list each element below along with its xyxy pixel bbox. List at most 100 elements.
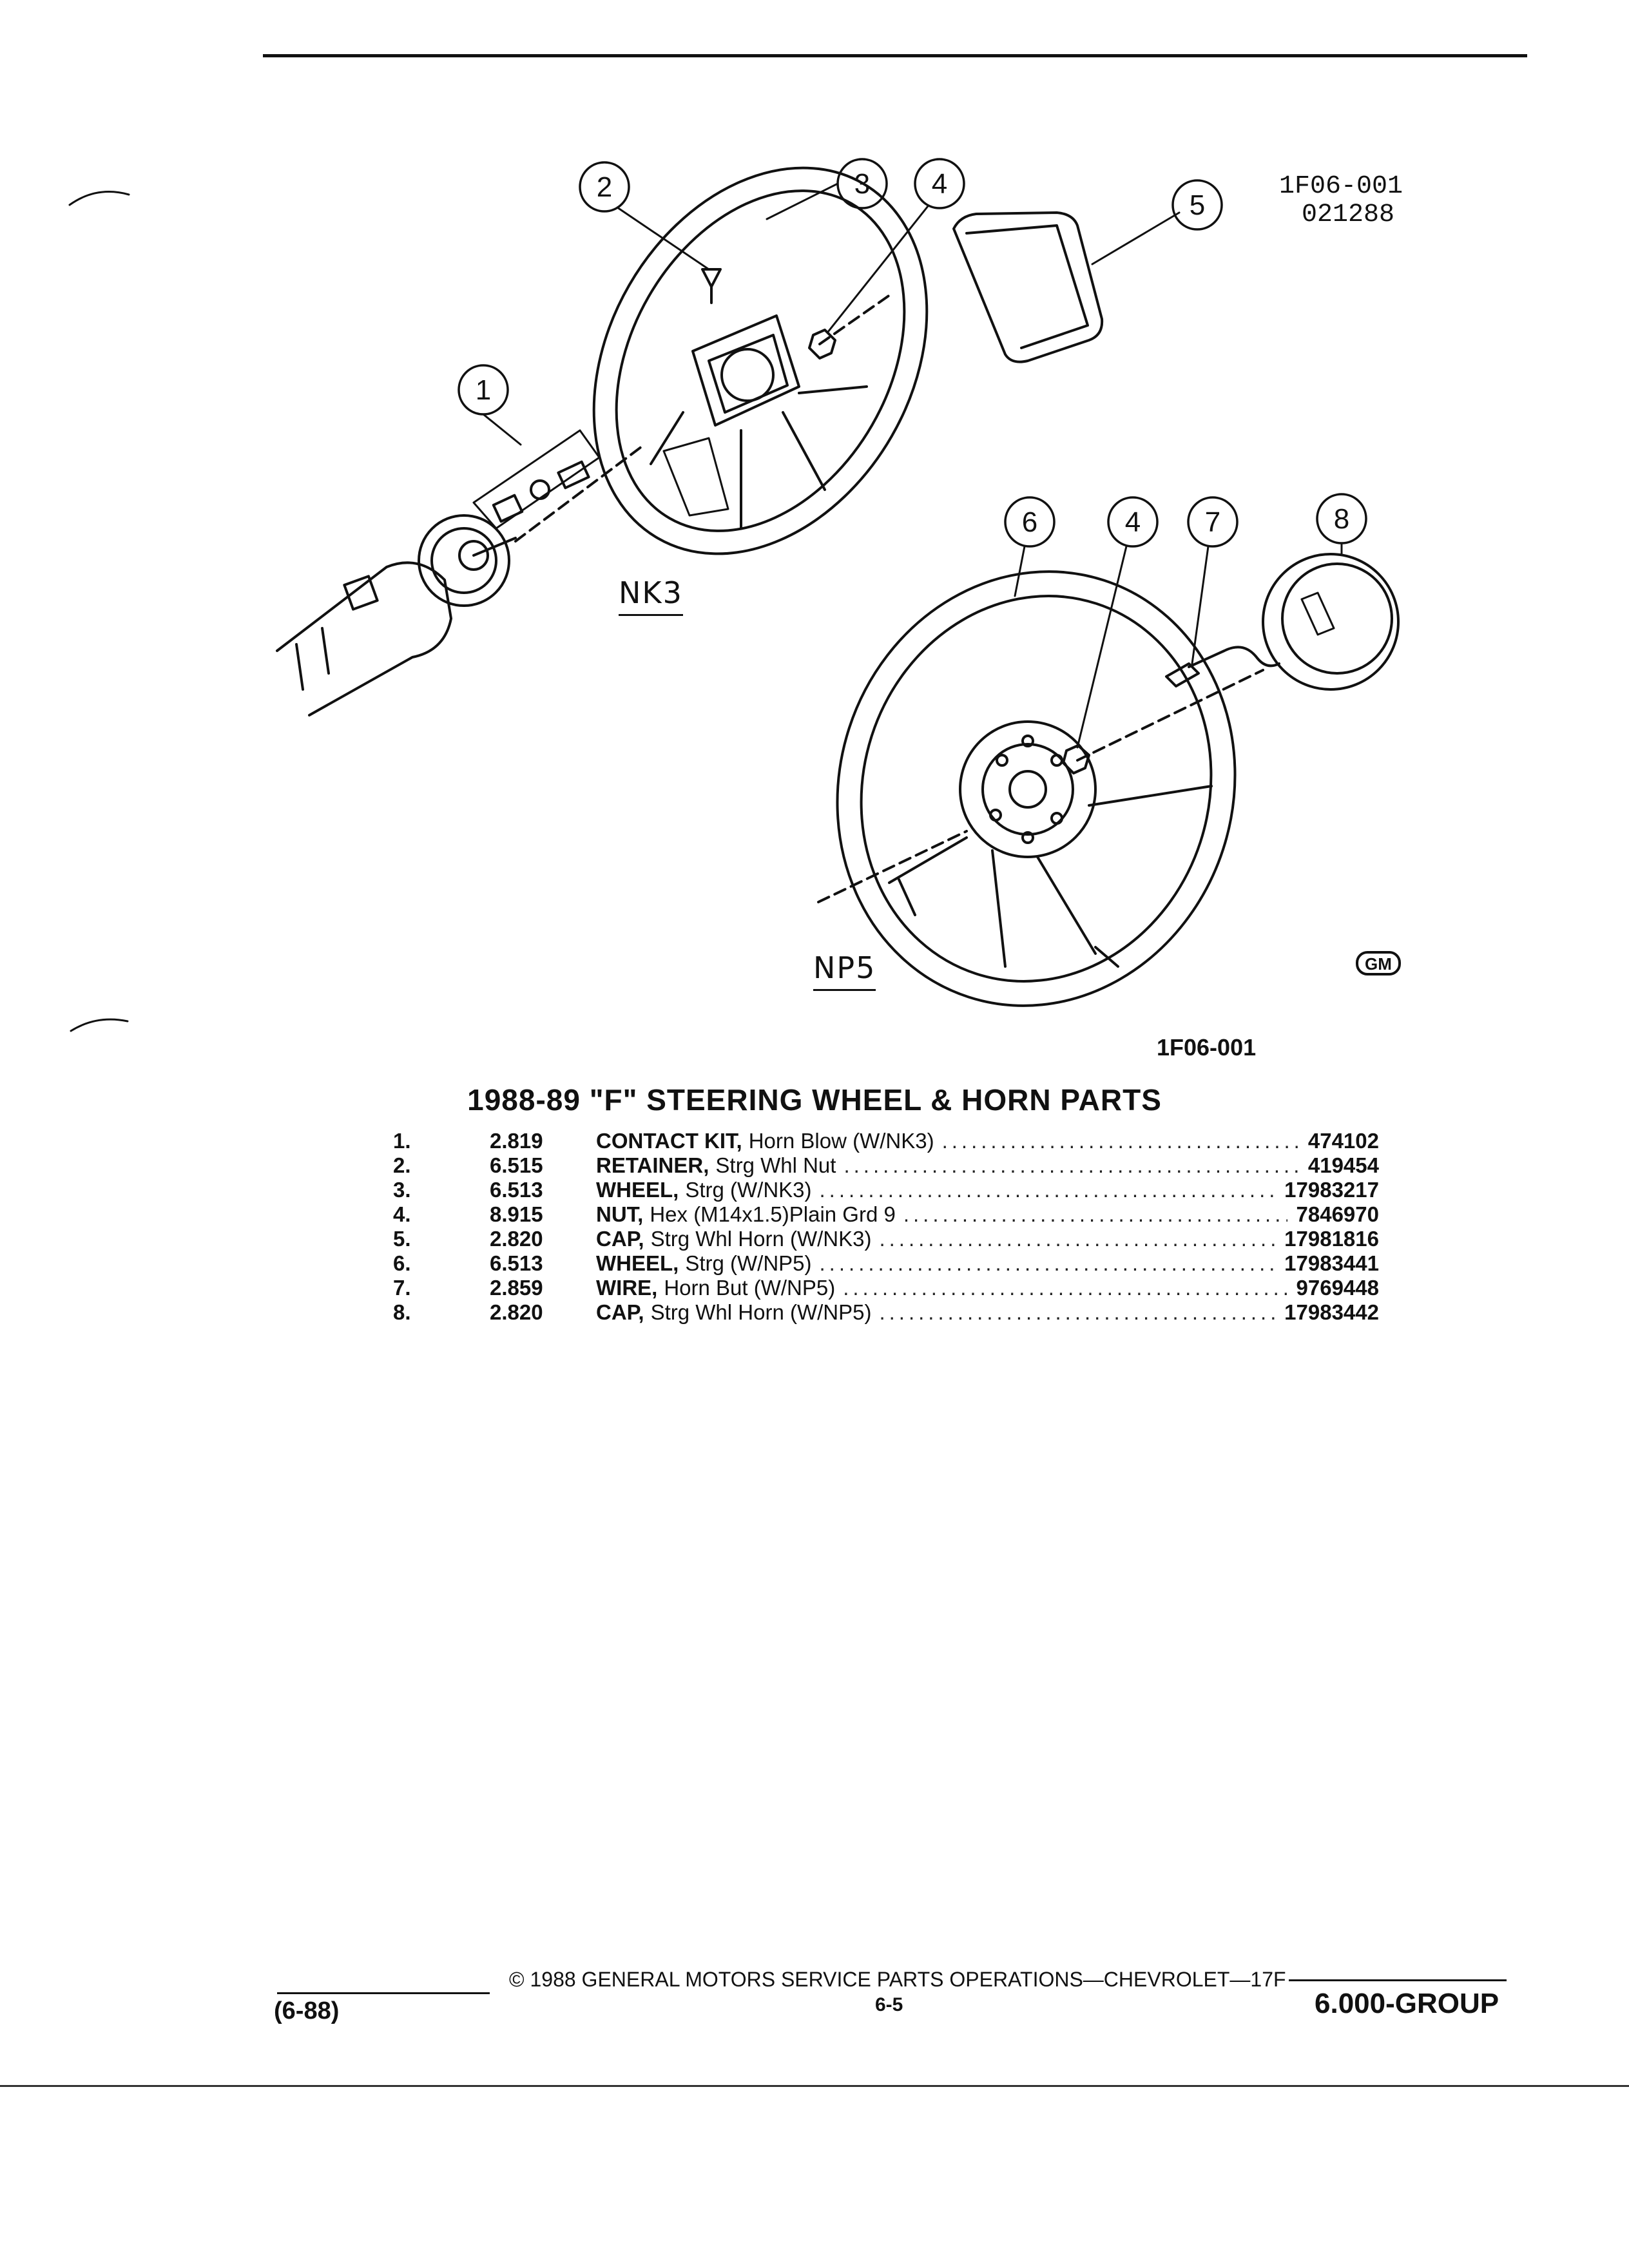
dot-leader: ........................................…	[879, 1300, 1275, 1324]
part-index: 8.	[393, 1300, 411, 1324]
parts-row: 8. 2.820 CAP,Strg Whl Horn (W/NP5)........…	[393, 1300, 1379, 1325]
part-name: WIRE,	[596, 1276, 658, 1300]
np5-horn-cap	[1262, 553, 1400, 691]
np5-wheel	[836, 570, 1237, 1007]
steering-column	[276, 514, 517, 716]
dot-leader: ........................................…	[941, 1129, 1299, 1153]
parts-row: 5. 2.820 CAP,Strg Whl Horn (W/NK3)........…	[393, 1227, 1379, 1251]
parts-row: 7. 2.859 WIRE,Horn But (W/NP5)............…	[393, 1276, 1379, 1300]
figure-code-line: 1F06-001	[1279, 172, 1403, 201]
callout-label: 4	[932, 168, 947, 200]
callout-label: 3	[854, 168, 870, 200]
callout-label: 7	[1205, 506, 1220, 538]
part-detail: Horn Blow (W/NK3)	[748, 1129, 934, 1153]
part-number: 17983217	[1284, 1178, 1379, 1202]
part-name: CAP,	[596, 1300, 644, 1324]
part-group-number: 2.820	[490, 1300, 543, 1324]
part-description: RETAINER,Strg Whl Nut...................…	[596, 1153, 1379, 1178]
callout-label: 2	[597, 171, 612, 203]
part-number: 7846970	[1296, 1202, 1379, 1226]
parts-row: 2. 6.515 RETAINER,Strg Whl Nut............…	[393, 1153, 1379, 1178]
scan-mark	[70, 1018, 129, 1032]
part-group-number: 2.819	[490, 1129, 543, 1153]
figure-number: 1F06-001	[1157, 1034, 1257, 1061]
parts-row: 6. 6.513 WHEEL,Strg (W/NP5)...............…	[393, 1251, 1379, 1276]
part-group-number: 6.513	[490, 1251, 543, 1275]
part-index: 5.	[393, 1227, 411, 1251]
part-index: 2.	[393, 1153, 411, 1177]
part-number: 17983441	[1284, 1251, 1379, 1275]
part-detail: Strg Whl Horn (W/NK3)	[650, 1227, 872, 1251]
dot-leader: ........................................…	[903, 1202, 1287, 1226]
contact-kit-parts	[472, 429, 646, 543]
variant-label-nk3: NK3	[619, 575, 683, 616]
part-group-number: 6.515	[490, 1153, 543, 1177]
parts-row: 1. 2.819 CONTACT KIT,Horn Blow (W/NK3)....…	[393, 1129, 1379, 1153]
part-number: 9769448	[1296, 1276, 1379, 1300]
dot-leader: ........................................…	[819, 1178, 1276, 1202]
variant-label-np5: NP5	[813, 950, 876, 991]
bottom-rule	[0, 2085, 1629, 2087]
part-description: WIRE,Horn But (W/NP5)...................…	[596, 1276, 1379, 1300]
callout-label: 6	[1022, 506, 1037, 538]
part-description: WHEEL,Strg (W/NK3)......................…	[596, 1178, 1379, 1202]
retainer-nut	[701, 268, 722, 288]
nk3-horn-cap	[952, 211, 1104, 363]
part-group-number: 2.859	[490, 1276, 543, 1300]
horn-wire	[1165, 646, 1280, 687]
part-description: NUT,Hex (M14x1.5)Plain Grd 9............…	[596, 1202, 1379, 1227]
part-index: 3.	[393, 1178, 411, 1202]
part-detail: Strg Whl Nut	[715, 1153, 836, 1177]
top-rule	[263, 54, 1527, 57]
part-detail: Strg Whl Horn (W/NP5)	[650, 1300, 872, 1324]
part-number: 17981816	[1284, 1227, 1379, 1251]
part-number: 419454	[1307, 1153, 1379, 1177]
scan-mark	[68, 191, 130, 206]
part-description: CONTACT KIT,Horn Blow (W/NK3)...........…	[596, 1129, 1379, 1153]
part-name: WHEEL,	[596, 1251, 679, 1275]
part-index: 7.	[393, 1276, 411, 1300]
hex-nut	[808, 329, 836, 360]
parts-list: 1. 2.819 CONTACT KIT,Horn Blow (W/NK3)....…	[393, 1129, 1379, 1325]
figure-code: 1F06-001 021288	[1279, 173, 1403, 229]
part-name: RETAINER,	[596, 1153, 709, 1177]
part-group-number: 2.820	[490, 1227, 543, 1251]
part-index: 4.	[393, 1202, 411, 1226]
part-description: CAP,Strg Whl Horn (W/NK3)...............…	[596, 1227, 1379, 1251]
part-index: 1.	[393, 1129, 411, 1153]
dot-leader: ........................................…	[819, 1251, 1276, 1275]
callouts	[458, 158, 1367, 548]
part-detail: Strg (W/NK3)	[685, 1178, 812, 1202]
dot-leader: ........................................…	[843, 1153, 1298, 1177]
footer-date: (6-88)	[274, 1997, 340, 2024]
part-detail: Horn But (W/NP5)	[664, 1276, 836, 1300]
footer-page-number: 6-5	[875, 1994, 903, 2015]
part-group-number: 8.915	[490, 1202, 543, 1226]
part-group-number: 6.513	[490, 1178, 543, 1202]
part-description: CAP,Strg Whl Horn (W/NP5)...............…	[596, 1300, 1379, 1325]
footer-rule-left	[277, 1992, 490, 1994]
part-name: CONTACT KIT,	[596, 1129, 742, 1153]
figure-code-line: 021288	[1302, 200, 1395, 229]
callout-label: 8	[1334, 503, 1349, 535]
part-detail: Strg (W/NP5)	[685, 1251, 812, 1275]
footer-copyright: © 1988 GENERAL MOTORS SERVICE PARTS OPER…	[509, 1968, 1286, 1991]
callout-label: 1	[476, 374, 491, 406]
gm-logo: GM	[1356, 951, 1401, 975]
part-number: 17983442	[1284, 1300, 1379, 1324]
part-name: WHEEL,	[596, 1178, 679, 1202]
part-name: NUT,	[596, 1202, 644, 1226]
parts-row: 4. 8.915 NUT,Hex (M14x1.5)Plain Grd 9.....…	[393, 1202, 1379, 1227]
dot-leader: ........................................…	[843, 1276, 1287, 1300]
part-index: 6.	[393, 1251, 411, 1275]
part-number: 474102	[1307, 1129, 1379, 1153]
section-title: 1988-89 "F" STEERING WHEEL & HORN PARTS	[467, 1083, 1162, 1117]
steering-wheel-diagram: 2 3 4 5 1 6 4 7 8 GM	[68, 158, 1401, 1032]
callout-label: 4	[1125, 506, 1141, 538]
callout-label: 5	[1190, 189, 1205, 221]
part-name: CAP,	[596, 1227, 644, 1251]
part-description: WHEEL,Strg (W/NP5)......................…	[596, 1251, 1379, 1276]
nk3-wheel	[592, 166, 929, 555]
footer-rule-right	[1289, 1979, 1507, 1981]
dot-leader: ........................................…	[879, 1227, 1275, 1251]
